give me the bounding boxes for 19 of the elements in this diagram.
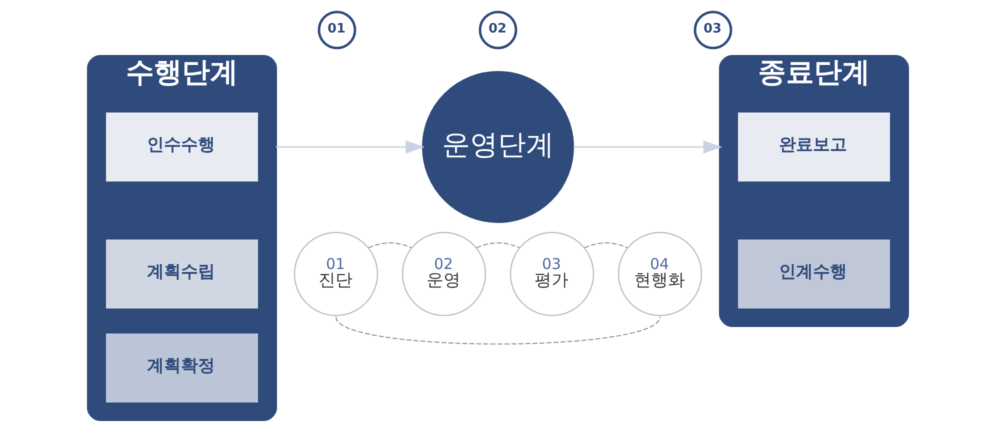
node-box: 인수수행 <box>106 112 258 182</box>
node-circle: 04 현행화 <box>618 232 702 316</box>
node-box: 인계수행 <box>738 240 890 308</box>
connector <box>476 242 520 248</box>
arrow <box>276 140 425 154</box>
node-circle: 01 <box>318 10 356 50</box>
node-circle: 03 <box>694 10 732 50</box>
connector <box>584 242 628 248</box>
connector <box>336 316 660 344</box>
node-circle: 운영단계 <box>422 71 574 223</box>
node-box: 계획확정 <box>106 334 258 402</box>
node-circle: 03 평가 <box>510 232 594 316</box>
node-circle: 02 <box>478 10 518 50</box>
node-circle: 01 진단 <box>294 232 378 316</box>
node-box: 계획수립 <box>106 240 258 308</box>
node-circle: 02 운영 <box>402 232 486 316</box>
arrow <box>574 140 722 154</box>
connector <box>368 242 412 248</box>
node-box: 완료보고 <box>738 112 890 182</box>
